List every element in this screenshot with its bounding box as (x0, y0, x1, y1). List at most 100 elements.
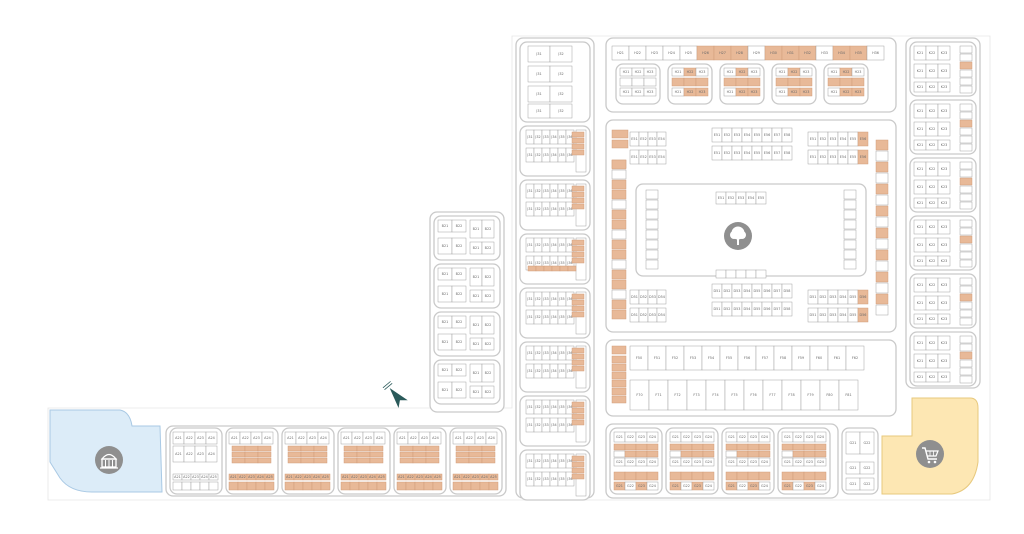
lot[interactable] (613, 471, 626, 481)
lot[interactable] (399, 451, 414, 458)
lot[interactable] (611, 159, 627, 170)
lot[interactable] (959, 61, 973, 70)
lot[interactable] (571, 131, 585, 138)
lot[interactable] (432, 481, 443, 491)
lot[interactable] (343, 451, 358, 458)
lot[interactable] (571, 257, 585, 264)
lot[interactable] (549, 65, 573, 83)
lot[interactable] (691, 443, 704, 451)
lot[interactable] (691, 450, 704, 458)
lot[interactable] (571, 407, 585, 414)
lot[interactable] (611, 379, 627, 388)
lot[interactable] (959, 77, 973, 86)
lot[interactable] (311, 481, 322, 491)
lot[interactable] (814, 457, 827, 467)
lot[interactable] (611, 259, 627, 270)
lot[interactable] (937, 63, 951, 79)
lot[interactable] (479, 481, 490, 491)
lot[interactable] (843, 199, 857, 210)
lot[interactable] (571, 401, 585, 408)
lot[interactable] (937, 353, 951, 369)
lot[interactable] (814, 450, 827, 458)
lot[interactable] (611, 345, 627, 355)
lot[interactable] (571, 305, 585, 312)
lot[interactable] (959, 177, 973, 186)
lot[interactable] (228, 481, 239, 491)
lot[interactable] (758, 481, 771, 491)
lot[interactable] (725, 443, 738, 451)
lot[interactable] (843, 219, 857, 230)
lot[interactable] (937, 139, 951, 151)
lot[interactable] (959, 285, 973, 294)
lot[interactable] (959, 185, 973, 194)
lot[interactable] (611, 371, 627, 380)
lot[interactable] (317, 431, 330, 445)
lot[interactable] (257, 451, 272, 458)
lot[interactable] (843, 239, 857, 250)
lot[interactable] (481, 267, 495, 287)
lot[interactable] (851, 67, 865, 77)
lot[interactable] (875, 172, 889, 184)
lot[interactable] (937, 45, 951, 61)
lot[interactable] (875, 139, 889, 151)
lot[interactable] (635, 471, 648, 481)
lot[interactable] (843, 229, 857, 240)
lot[interactable] (803, 443, 816, 451)
lot[interactable] (792, 443, 805, 451)
lot[interactable] (747, 443, 760, 451)
lot[interactable] (237, 481, 248, 491)
lot[interactable] (619, 77, 633, 87)
lot[interactable] (959, 235, 973, 244)
lot[interactable] (875, 282, 889, 294)
lot[interactable] (611, 299, 627, 310)
lot[interactable] (781, 301, 793, 317)
lot[interactable] (725, 450, 738, 458)
lot[interactable] (571, 143, 585, 150)
lot[interactable] (611, 229, 627, 240)
lot[interactable] (702, 471, 715, 481)
lot[interactable] (300, 451, 315, 458)
lot[interactable] (451, 237, 467, 255)
lot[interactable] (455, 457, 470, 464)
lot[interactable] (356, 445, 371, 452)
lot[interactable] (611, 355, 627, 364)
lot[interactable] (645, 229, 659, 240)
lot[interactable] (571, 245, 585, 252)
lot[interactable] (376, 473, 387, 481)
lot[interactable] (571, 455, 585, 462)
lot[interactable] (451, 267, 467, 281)
lot[interactable] (611, 279, 627, 290)
lot[interactable] (571, 185, 585, 192)
lot[interactable] (937, 81, 951, 93)
lot[interactable] (803, 471, 816, 481)
lot[interactable] (551, 265, 561, 272)
lot[interactable] (781, 283, 793, 299)
lot[interactable] (645, 189, 659, 200)
lot[interactable] (959, 111, 973, 120)
lot[interactable] (747, 471, 760, 481)
lot[interactable] (959, 103, 973, 112)
lot[interactable] (481, 451, 496, 458)
lot[interactable] (875, 161, 889, 173)
lot[interactable] (244, 445, 259, 452)
lot[interactable] (702, 443, 715, 451)
lot[interactable] (611, 309, 627, 320)
lot[interactable] (635, 443, 648, 451)
lot[interactable] (611, 387, 627, 396)
lot[interactable] (959, 351, 973, 360)
lot[interactable] (735, 269, 747, 279)
lot[interactable] (937, 237, 951, 253)
lot[interactable] (208, 481, 219, 491)
lot[interactable] (645, 219, 659, 230)
lot[interactable] (959, 343, 973, 352)
lot[interactable] (758, 471, 771, 481)
lot[interactable] (959, 367, 973, 376)
lot[interactable] (959, 227, 973, 236)
lot[interactable] (571, 299, 585, 306)
lot[interactable] (814, 431, 827, 443)
lot[interactable] (261, 431, 274, 445)
lot[interactable] (645, 209, 659, 220)
lot[interactable] (313, 457, 328, 464)
lot[interactable] (624, 450, 637, 458)
lot[interactable] (343, 445, 358, 452)
